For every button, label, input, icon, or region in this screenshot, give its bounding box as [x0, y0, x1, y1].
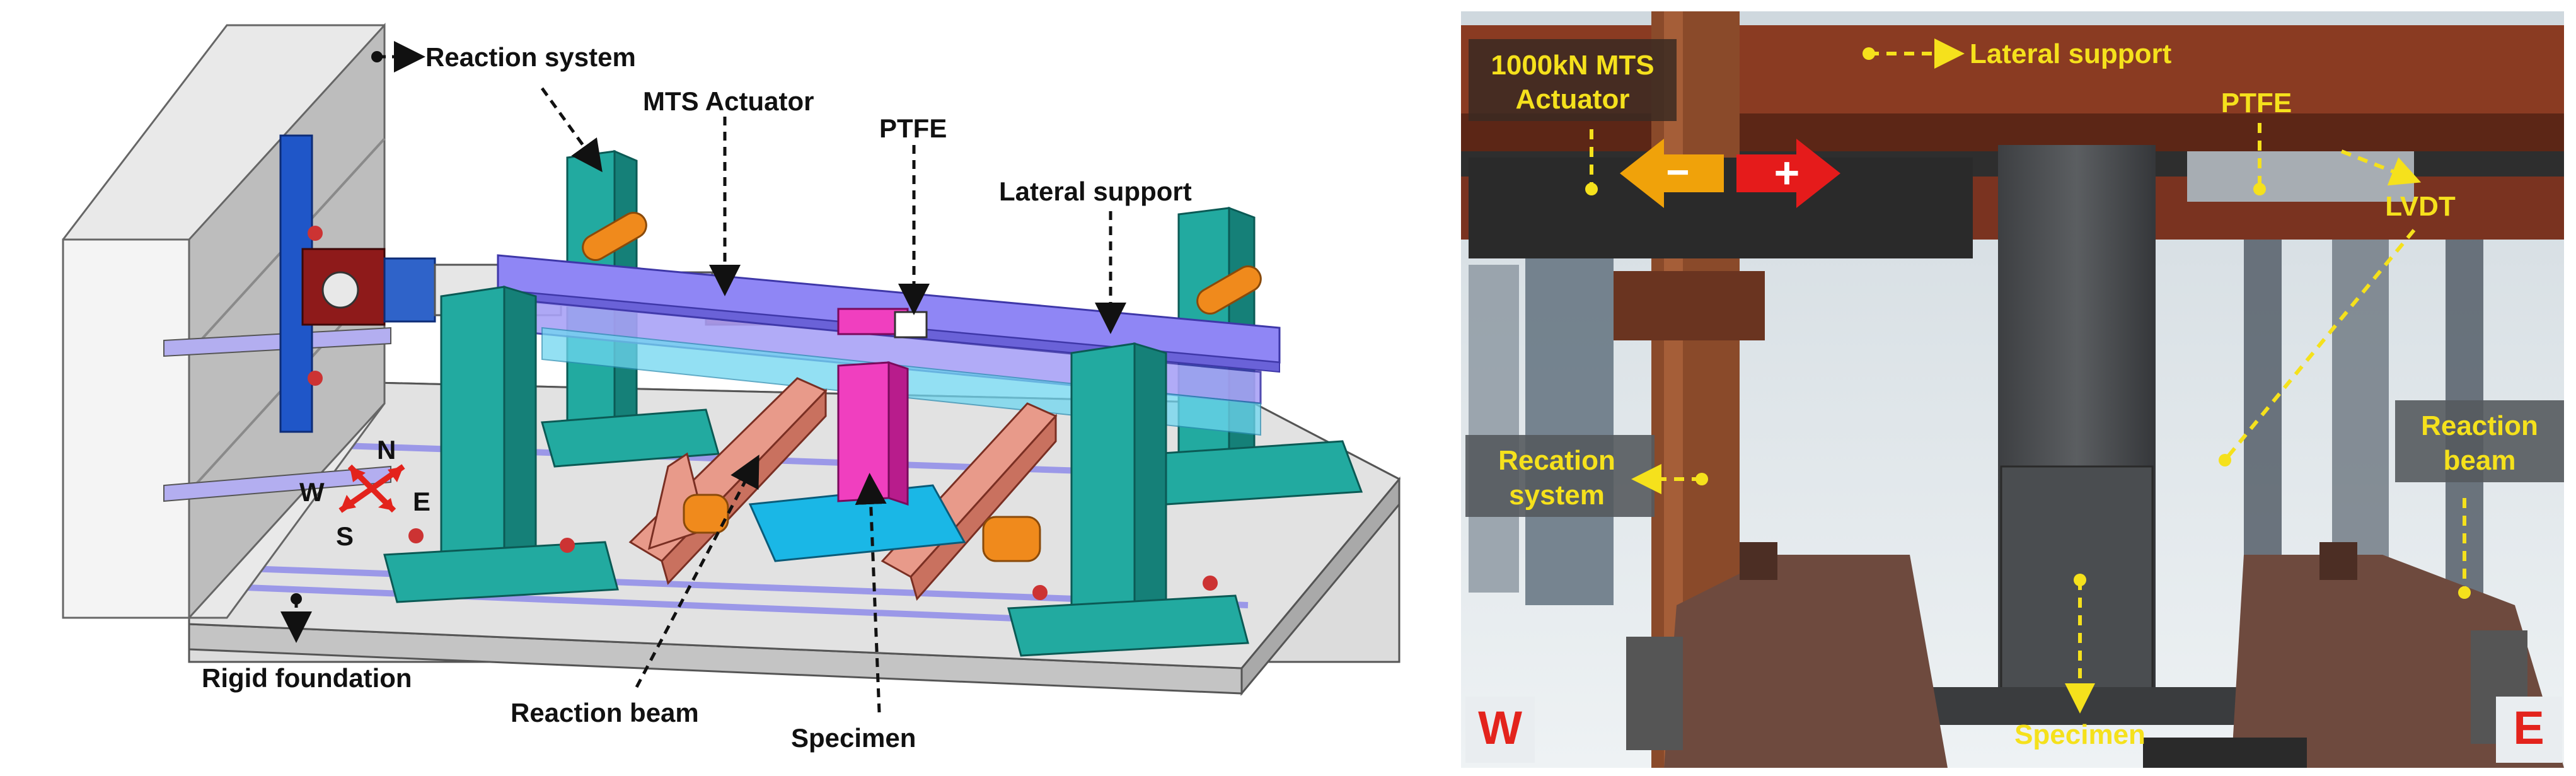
label-photo-ptfe: PTFE	[2221, 88, 2292, 119]
photo-pointers	[1585, 38, 2471, 714]
label-actuator-line1: 1000kN MTS	[1491, 50, 1654, 81]
schematic-panel: N W E S Reaction system MTS Actuator PTF…	[62, 23, 1401, 753]
plus-sign: +	[1774, 148, 1800, 197]
minus-sign: −	[1666, 149, 1689, 195]
label-reaction-beam: Reaction beam	[511, 698, 699, 727]
plate-e	[2496, 697, 2562, 763]
label-actuator-line2: Actuator	[1516, 84, 1630, 115]
minus-arrow	[1620, 139, 1724, 208]
photo-background	[1469, 158, 2483, 605]
plate-recation	[1465, 435, 1655, 517]
label-mts-actuator: MTS Actuator	[643, 86, 814, 116]
compass-n: N	[377, 435, 396, 465]
label-east: E	[2513, 702, 2544, 754]
label-specimen: Specimen	[791, 723, 916, 753]
label-lateral-support: Lateral support	[999, 177, 1192, 206]
plate-actuator	[1469, 39, 1677, 121]
label-ptfe: PTFE	[879, 113, 947, 143]
label-photo-lateral-support: Lateral support	[1970, 38, 2172, 69]
compass: N W E S	[299, 435, 430, 551]
plus-arrow	[1736, 139, 1840, 208]
photo-reaction-beams	[1626, 542, 2564, 768]
label-lvdt: LVDT	[2385, 191, 2456, 222]
front-column-left	[383, 285, 619, 603]
photo-panel: − + 1000kN MTS Actuator Lateral support …	[1461, 11, 2564, 768]
label-reaction-beam-line2: beam	[2444, 445, 2516, 476]
label-rigid-foundation: Rigid foundation	[202, 663, 412, 693]
label-reaction-system: Reaction system	[425, 42, 636, 72]
plate-w	[1465, 697, 1535, 763]
compass-e: E	[413, 487, 430, 516]
schematic-pointers	[280, 41, 1126, 713]
label-recation-line1: Recation	[1498, 445, 1615, 476]
photo-specimen	[1922, 145, 2238, 725]
front-column-right	[1007, 342, 1249, 657]
reaction-wall	[62, 23, 391, 620]
label-reaction-beam-line1: Reaction	[2421, 410, 2538, 441]
compass-w: W	[299, 477, 325, 507]
label-west: W	[1478, 702, 1522, 754]
label-recation-line2: system	[1509, 480, 1605, 511]
load-direction-arrows: − +	[1620, 139, 1840, 208]
plate-reaction-beam	[2395, 400, 2564, 482]
compass-s: S	[336, 521, 354, 551]
label-photo-specimen: Specimen	[2014, 719, 2146, 750]
